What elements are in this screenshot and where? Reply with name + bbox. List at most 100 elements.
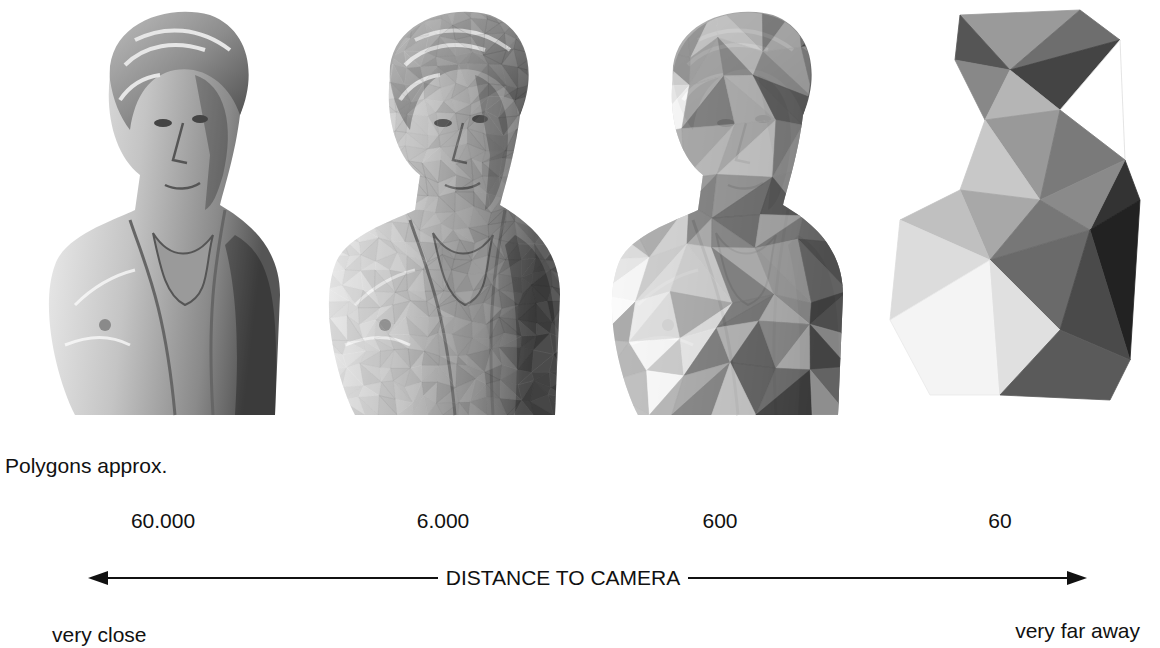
mesh-facet bbox=[315, 340, 333, 352]
mesh-facet bbox=[548, 395, 565, 415]
mesh-facet bbox=[647, 338, 684, 376]
mesh-facet bbox=[538, 112, 554, 133]
mesh-facet bbox=[404, 35, 429, 51]
mesh-facet bbox=[499, 159, 519, 177]
mesh-facet bbox=[315, 174, 328, 191]
mesh-facet bbox=[395, 399, 413, 415]
mesh-facet bbox=[358, 5, 381, 25]
mesh-facet bbox=[343, 149, 365, 167]
mesh-facet bbox=[598, 385, 649, 415]
mesh-facet bbox=[326, 161, 349, 183]
mesh-facet bbox=[315, 309, 330, 319]
mesh-facet bbox=[803, 167, 848, 216]
mesh-facet bbox=[552, 196, 565, 209]
mesh-facet bbox=[530, 143, 549, 164]
mesh-facet bbox=[327, 174, 350, 191]
mesh-facet bbox=[532, 112, 553, 133]
mesh-facet bbox=[389, 18, 413, 36]
mesh-facet bbox=[315, 71, 333, 88]
mesh-facet bbox=[379, 55, 393, 64]
mesh-facet bbox=[457, 128, 468, 145]
mesh-facet bbox=[801, 47, 848, 99]
mesh-facet bbox=[598, 5, 638, 34]
mesh-facet bbox=[315, 193, 327, 212]
mesh-facet bbox=[404, 35, 429, 52]
mesh-facet bbox=[315, 18, 332, 36]
mesh-facet bbox=[332, 36, 349, 51]
mesh-facet bbox=[516, 19, 537, 41]
mesh-facet bbox=[342, 227, 360, 243]
mesh-facet bbox=[362, 114, 378, 129]
mesh-facet bbox=[502, 150, 519, 159]
mesh-facet bbox=[315, 317, 330, 340]
mesh-facet bbox=[350, 181, 366, 193]
mesh-facet bbox=[315, 352, 333, 369]
mesh-facet bbox=[515, 83, 537, 100]
mesh-facet bbox=[315, 36, 332, 54]
mesh-facet bbox=[344, 83, 361, 103]
mesh-facet bbox=[377, 25, 389, 36]
mesh-facet bbox=[426, 177, 439, 196]
mesh-facet bbox=[315, 182, 327, 193]
mesh-facet bbox=[358, 181, 374, 194]
mesh-facet bbox=[315, 48, 331, 71]
mesh-facet bbox=[331, 5, 347, 21]
mesh-facet bbox=[712, 218, 756, 248]
mesh-facet bbox=[520, 5, 530, 25]
mesh-facet bbox=[365, 159, 378, 183]
mesh-facet bbox=[647, 48, 691, 86]
mesh-facet bbox=[315, 5, 332, 18]
mesh-facet bbox=[518, 67, 538, 88]
mesh-facet bbox=[315, 148, 329, 162]
mesh-facet bbox=[376, 131, 395, 148]
mesh-facet bbox=[344, 83, 361, 96]
mesh-facet bbox=[500, 380, 522, 400]
mesh-facet bbox=[390, 270, 407, 293]
mesh-facet bbox=[718, 37, 753, 75]
end-label: very far away bbox=[1015, 618, 1140, 643]
mesh-facet bbox=[315, 5, 332, 18]
mesh-facet bbox=[359, 51, 379, 71]
mesh-facet bbox=[547, 287, 565, 301]
mesh-facet bbox=[389, 335, 409, 350]
mesh-facet bbox=[328, 117, 350, 127]
mesh-facet bbox=[315, 88, 331, 104]
mesh-facet bbox=[391, 174, 409, 197]
mesh-facet bbox=[409, 5, 424, 21]
mesh-facet bbox=[633, 166, 689, 203]
end-label: very close bbox=[52, 622, 147, 647]
mesh-facet bbox=[549, 372, 565, 387]
mesh-facet bbox=[644, 128, 685, 178]
mesh-facet bbox=[394, 132, 407, 147]
mesh-facet bbox=[499, 5, 519, 23]
mesh-facet bbox=[810, 367, 848, 415]
mesh-facet bbox=[516, 112, 538, 130]
mesh-facet bbox=[439, 356, 457, 365]
mesh-facet bbox=[502, 198, 516, 209]
mesh-facet bbox=[397, 403, 413, 415]
mesh-facet bbox=[333, 83, 348, 103]
mesh-facet bbox=[327, 191, 343, 210]
mesh-facet bbox=[377, 33, 391, 57]
mesh-facet bbox=[552, 191, 565, 209]
mesh-facet bbox=[530, 402, 553, 415]
mesh-facet bbox=[344, 118, 363, 129]
mesh-facet bbox=[514, 179, 533, 194]
mesh-facet bbox=[345, 164, 365, 181]
mesh-facet bbox=[798, 5, 848, 47]
mesh-facet bbox=[358, 80, 382, 100]
mesh-facet bbox=[502, 194, 516, 209]
mesh-facet bbox=[348, 96, 362, 120]
mesh-facet bbox=[551, 209, 565, 221]
polygon-count: 6.000 bbox=[417, 508, 470, 533]
mesh-facet bbox=[375, 5, 393, 25]
mesh-facet bbox=[598, 5, 647, 48]
mesh-facet bbox=[359, 320, 376, 341]
mesh-facet bbox=[359, 396, 380, 415]
mesh-facet bbox=[424, 19, 442, 37]
mesh-facet bbox=[468, 260, 486, 274]
mesh-facet bbox=[328, 48, 345, 64]
mesh-facet bbox=[499, 333, 522, 348]
mesh-facet bbox=[470, 5, 487, 19]
mesh-facet bbox=[407, 290, 426, 301]
